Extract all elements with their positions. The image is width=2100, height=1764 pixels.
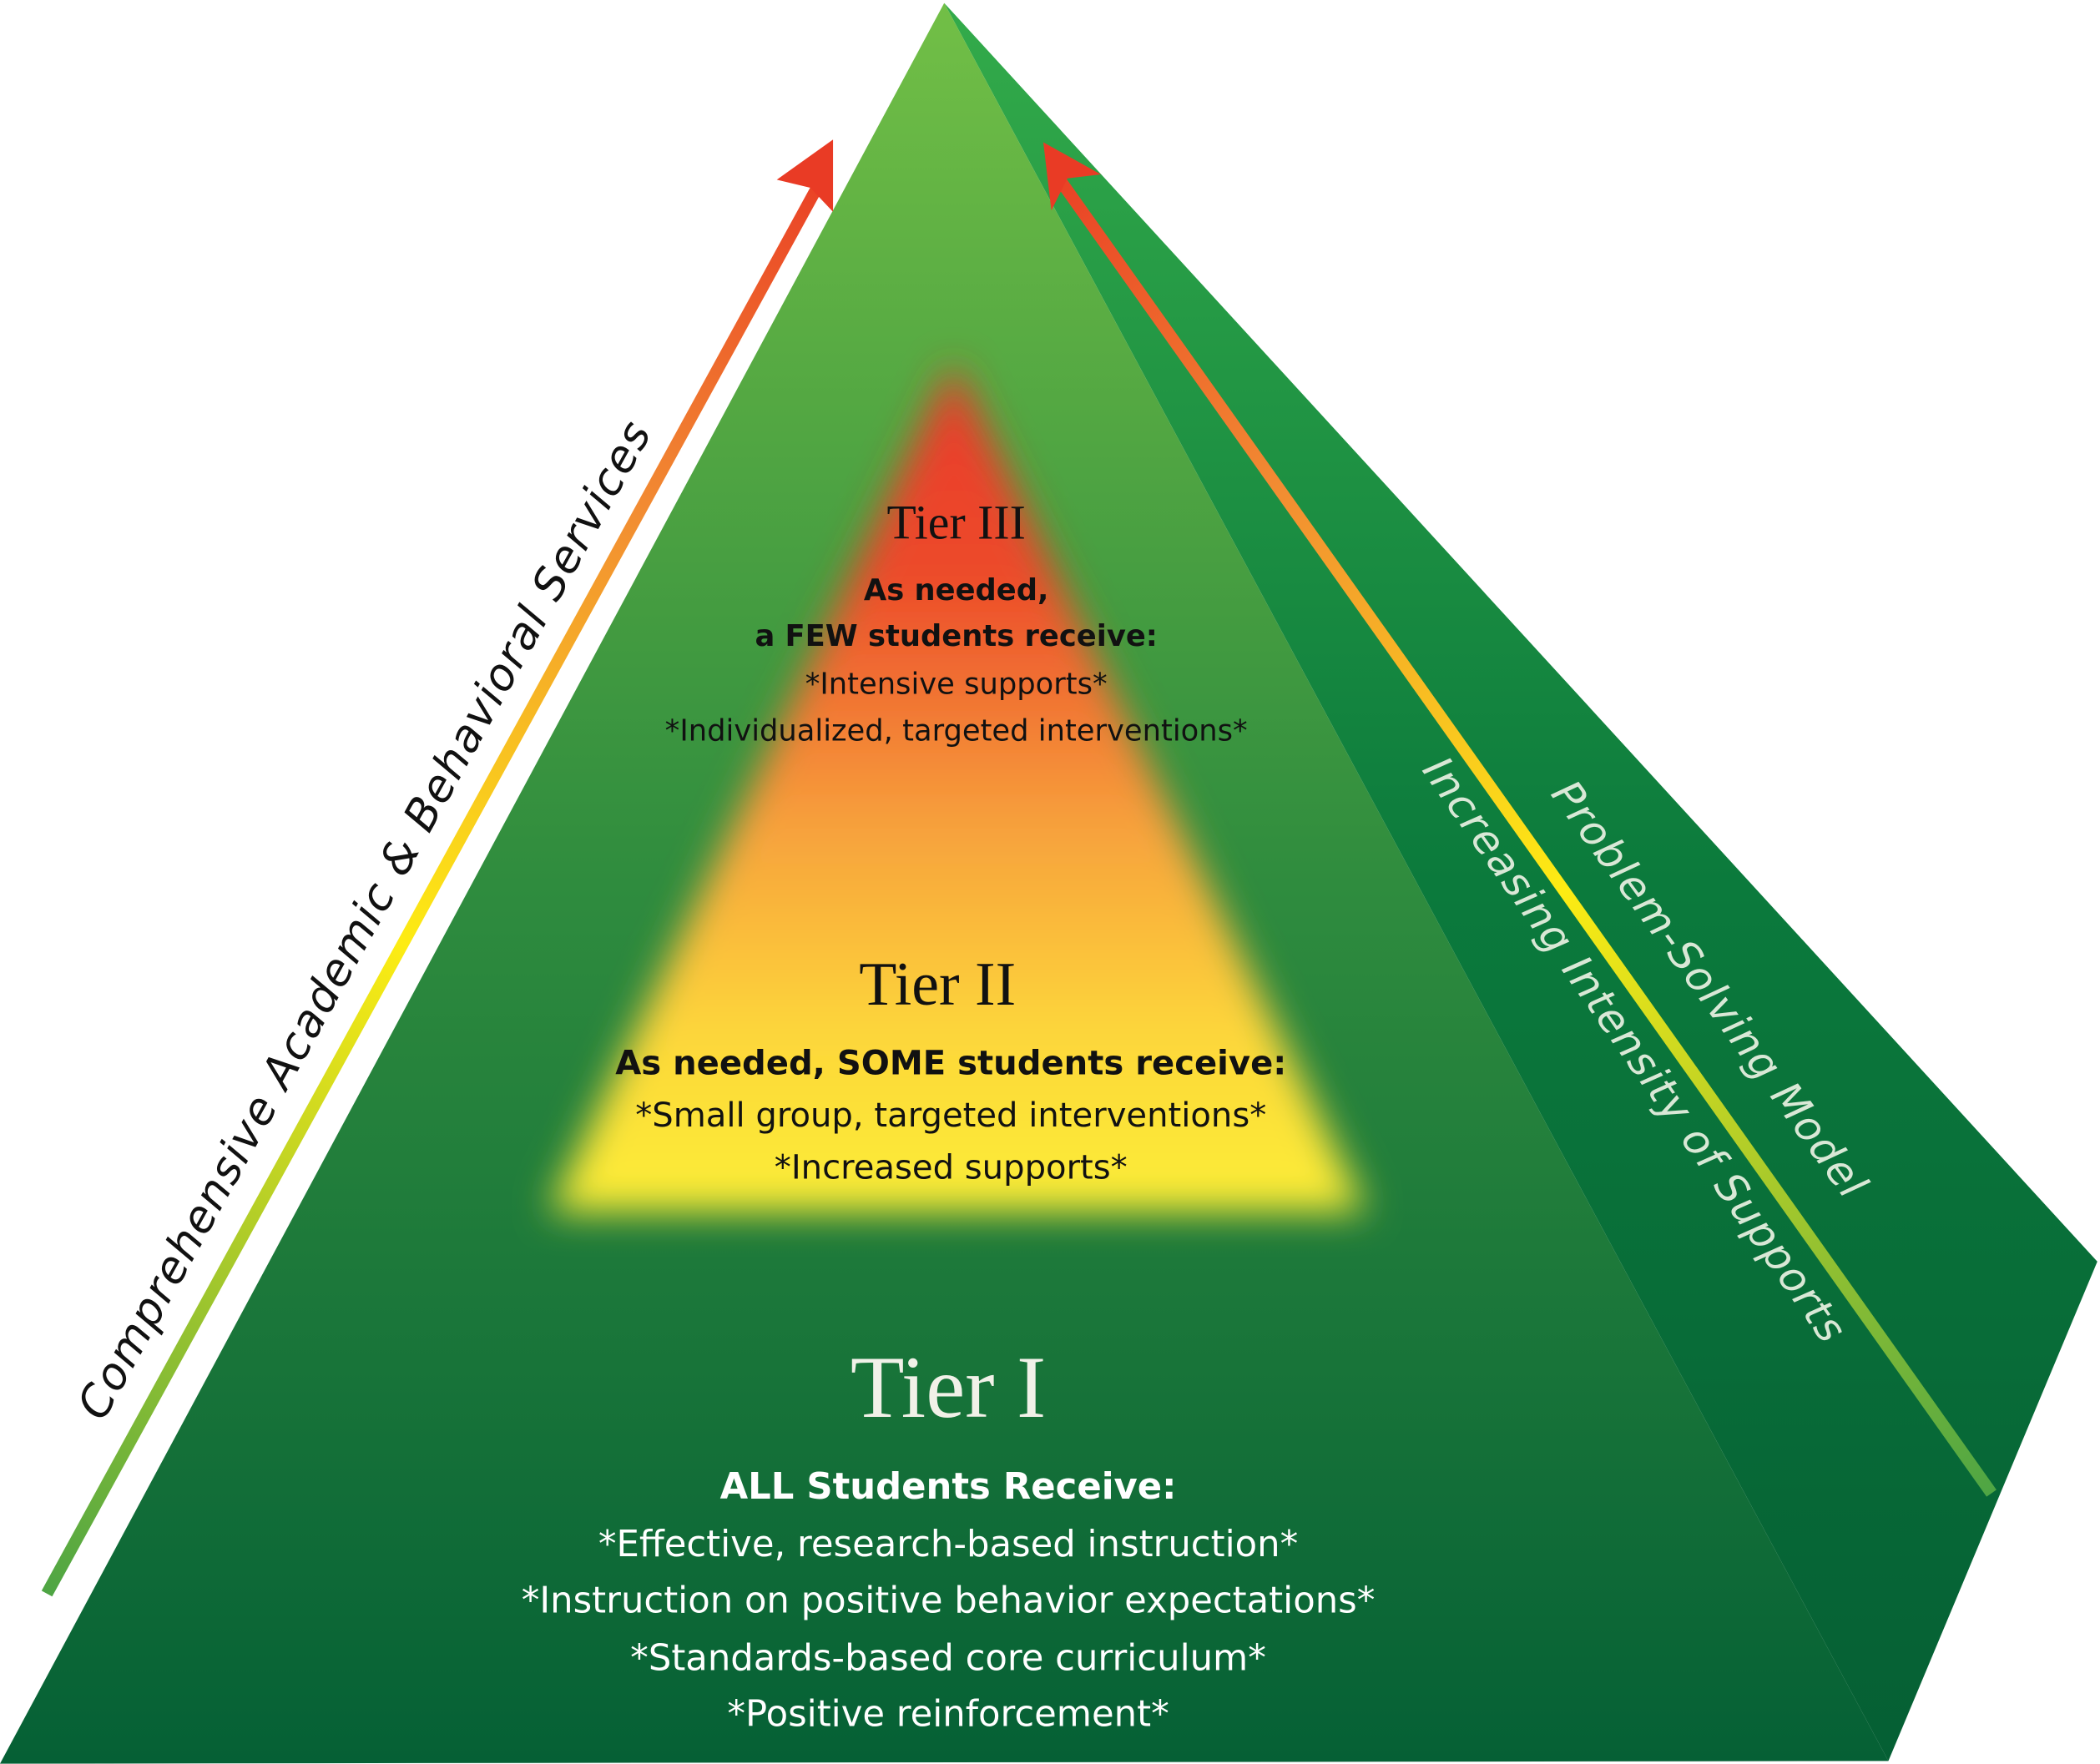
tier-3-section: Tier III As needed, a FEW students recei… (665, 496, 1248, 748)
tier-1-subtitle: ALL Students Receive: (720, 1466, 1177, 1508)
tier-2-subtitle: As needed, SOME students receive: (615, 1044, 1286, 1082)
tier-3-item: *Individualized, targeted interventions* (665, 714, 1248, 748)
tier-2-item: *Small group, targeted interventions* (635, 1096, 1266, 1135)
tier-2-title: Tier II (859, 950, 1016, 1018)
tier-2-section: Tier II As needed, SOME students receive… (615, 950, 1286, 1187)
tier-3-subtitle: As needed, (864, 573, 1049, 607)
pyramid-side-face (944, 3, 2097, 1761)
tier-2-item: *Increased supports* (775, 1148, 1128, 1187)
tier-1-section: Tier I ALL Students Receive: *Effective,… (522, 1338, 1376, 1736)
tier-3-item: *Intensive supports* (805, 668, 1108, 702)
tier-3-title: Tier III (887, 496, 1026, 549)
tier-glow-triangle (548, 361, 1366, 1212)
arrowhead-icon (776, 139, 834, 212)
tier-1-title: Tier I (851, 1338, 1046, 1436)
left-up-arrow (41, 139, 834, 1597)
right-up-arrow (1042, 142, 1997, 1497)
tier-1-item: *Standards-based core curriculum* (630, 1637, 1266, 1679)
arrowhead-icon (1042, 142, 1101, 211)
tier-3-subtitle: a FEW students receive: (755, 619, 1157, 653)
tier-1-item: *Positive reinforcement* (727, 1694, 1169, 1736)
tier-1-item: *Effective, research-based instruction* (598, 1524, 1298, 1565)
tier-1-item: *Instruction on positive behavior expect… (522, 1580, 1376, 1621)
